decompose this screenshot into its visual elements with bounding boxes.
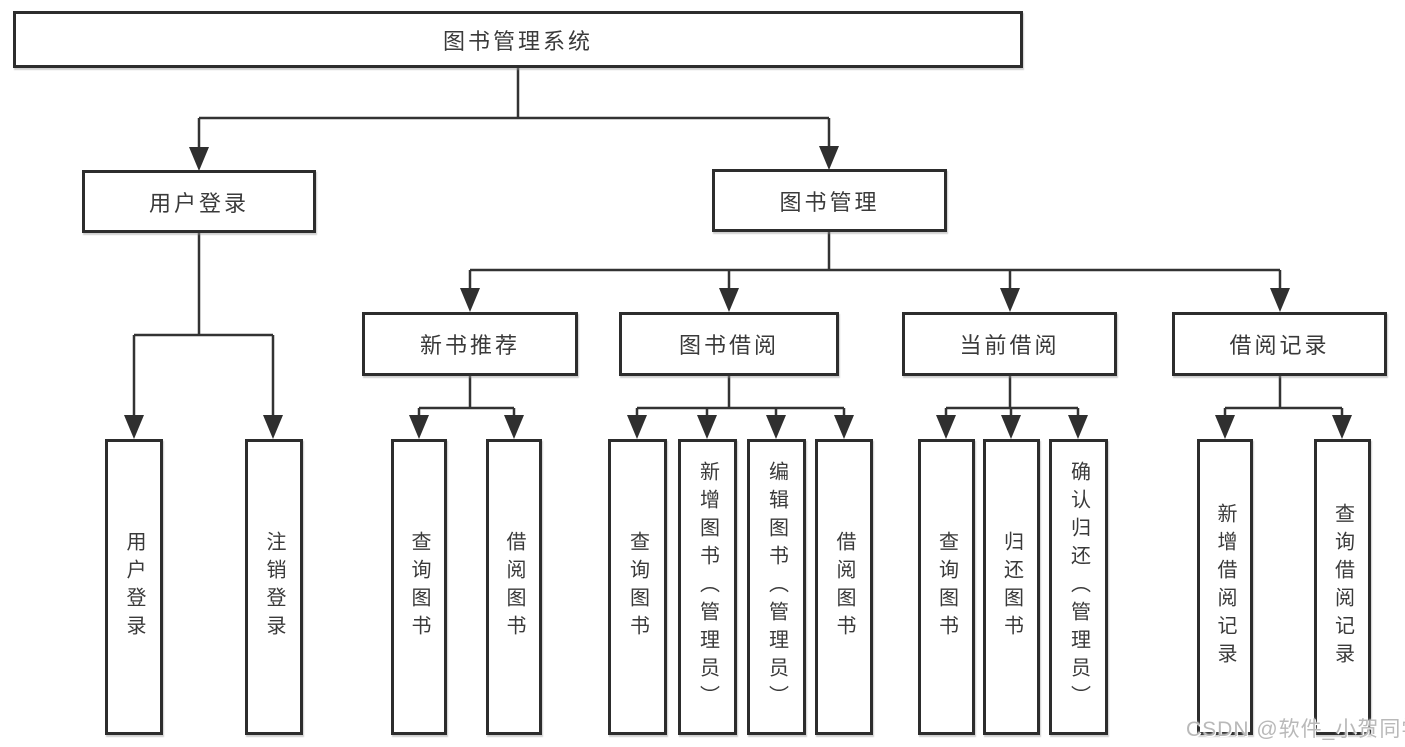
arrow-down-icon [936, 415, 956, 439]
arrow-down-icon [1215, 415, 1235, 439]
arrow-down-icon [834, 415, 854, 439]
leaf-user-login: 用户登录 [105, 439, 163, 735]
arrow-down-icon [460, 288, 480, 312]
leaf-borrow-books: 借阅图书 [815, 439, 873, 735]
leaf-confirm-return-admin: 确认归还（管理员） [1049, 439, 1108, 735]
node-book-management: 图书管理 [712, 169, 947, 232]
leaf-logout: 注销登录 [245, 439, 303, 735]
arrow-down-icon [819, 146, 839, 170]
leaf-return-books: 归还图书 [983, 439, 1040, 735]
connector-book-borrow-branch [627, 376, 854, 439]
leaf-borrow-books-recommend: 借阅图书 [486, 439, 542, 735]
arrow-down-icon [697, 415, 717, 439]
csdn-watermark: CSDN @软件_小贺同学 [1186, 718, 1405, 741]
leaf-edit-book-admin: 编辑图书（管理员） [747, 439, 806, 735]
node-book-borrow: 图书借阅 [619, 312, 839, 376]
node-borrow-records: 借阅记录 [1172, 312, 1387, 376]
node-new-book-recommend: 新书推荐 [362, 312, 578, 376]
node-user-login-branch: 用户登录 [82, 170, 316, 233]
node-current-borrow: 当前借阅 [902, 312, 1117, 376]
arrow-down-icon [1270, 288, 1290, 312]
leaf-query-books-recommend: 查询图书 [391, 439, 447, 735]
arrow-down-icon [719, 288, 739, 312]
arrow-down-icon [409, 415, 429, 439]
arrow-down-icon [627, 415, 647, 439]
leaf-query-borrow-record: 查询借阅记录 [1314, 439, 1371, 735]
leaf-add-borrow-record: 新增借阅记录 [1197, 439, 1253, 735]
connector-book-management-to-level3 [460, 232, 1290, 312]
connector-root-to-level2 [189, 68, 839, 171]
node-library-system: 图书管理系统 [13, 11, 1023, 68]
connector-borrow-records-branch [1215, 376, 1352, 439]
leaf-add-book-admin: 新增图书（管理员） [678, 439, 737, 735]
arrow-down-icon [124, 415, 144, 439]
connector-user-login-branch [124, 233, 283, 439]
leaf-query-books-borrow: 查询图书 [608, 439, 667, 735]
arrow-down-icon [263, 415, 283, 439]
arrow-down-icon [1000, 288, 1020, 312]
arrow-down-icon [1001, 415, 1021, 439]
arrow-down-icon [766, 415, 786, 439]
arrow-down-icon [504, 415, 524, 439]
arrow-down-icon [1332, 415, 1352, 439]
arrow-down-icon [189, 147, 209, 171]
arrow-down-icon [1068, 415, 1088, 439]
connector-current-borrow-branch [936, 376, 1088, 439]
connector-new-book-recommend-branch [409, 376, 524, 439]
leaf-query-books-current: 查询图书 [918, 439, 975, 735]
